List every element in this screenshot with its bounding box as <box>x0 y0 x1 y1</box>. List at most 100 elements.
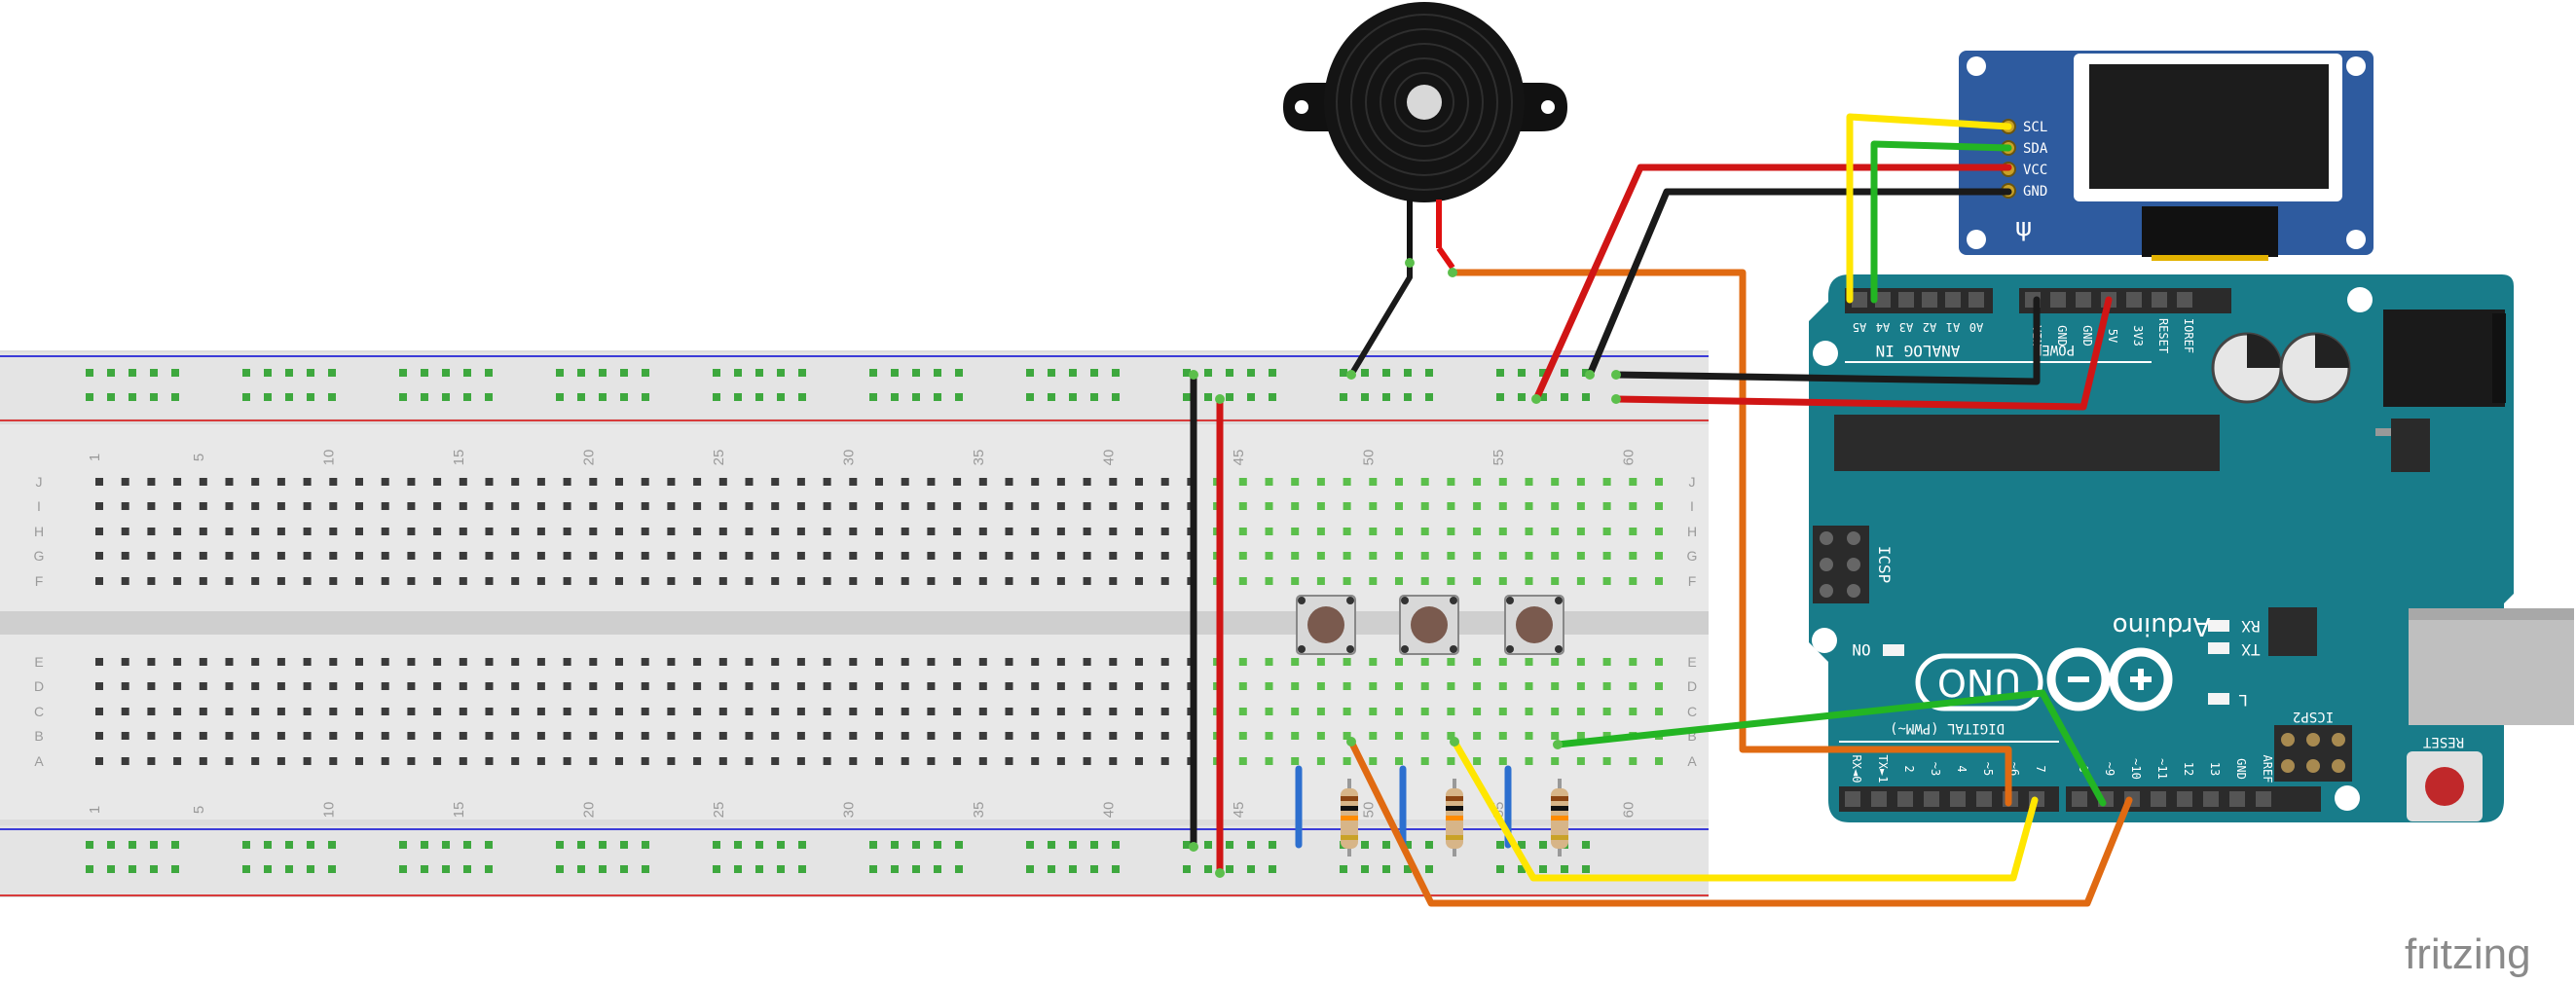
rail-hole <box>1069 865 1077 873</box>
breadboard-hole <box>953 577 962 585</box>
breadboard-hole <box>433 552 442 560</box>
digital-pin-label: TX►1 <box>1876 755 1890 784</box>
rail-hole <box>107 865 115 873</box>
breadboard-hole <box>1031 658 1040 666</box>
rail-hole <box>891 841 899 849</box>
analog-pin-label: A4 <box>1876 320 1890 334</box>
breadboard-hole <box>849 502 858 510</box>
breadboard-hole <box>1629 708 1638 715</box>
rail-hole <box>171 865 179 873</box>
breadboard-hole <box>381 552 389 560</box>
breadboard-hole <box>1291 502 1300 510</box>
rail-hole <box>1247 393 1255 401</box>
breadboard-hole <box>796 528 805 535</box>
breadboard-hole <box>1005 708 1013 715</box>
row-letter: I <box>1690 498 1694 514</box>
breadboard-hole <box>1655 708 1663 715</box>
breadboard-hole <box>875 552 883 560</box>
breadboard-hole <box>693 478 702 486</box>
breadboard-hole <box>1238 757 1247 765</box>
breadboard-hole <box>1109 708 1118 715</box>
breadboard-hole <box>1238 478 1247 486</box>
breadboard-hole <box>1447 658 1455 666</box>
breadboard-hole <box>1551 577 1560 585</box>
rail-hole <box>777 865 785 873</box>
breadboard-hole <box>693 552 702 560</box>
breadboard-hole <box>433 682 442 690</box>
breadboard-hole <box>199 682 207 690</box>
uno-badge <box>1915 653 2043 711</box>
column-number: 1 <box>87 806 103 814</box>
digital-pin-label: ~11 <box>2155 758 2169 780</box>
breadboard-hole <box>1473 478 1482 486</box>
breadboard-hole <box>407 502 416 510</box>
row-letter: B <box>34 728 43 744</box>
rail-hole <box>556 393 564 401</box>
breadboard-hole <box>1602 502 1611 510</box>
breadboard-hole <box>1395 502 1403 510</box>
rail-hole <box>328 865 336 873</box>
breadboard-hole <box>407 577 416 585</box>
breadboard-hole <box>1083 478 1091 486</box>
rail-hole <box>1048 393 1055 401</box>
breadboard-hole <box>199 757 207 765</box>
arduino-pin <box>1898 292 1914 308</box>
rail-hole <box>599 841 607 849</box>
breadboard-hole <box>1473 732 1482 740</box>
rail-hole <box>442 369 450 377</box>
breadboard-hole <box>276 528 285 535</box>
push-button-3[interactable] <box>1504 595 1564 655</box>
breadboard-hole <box>355 682 363 690</box>
rail-hole <box>912 865 920 873</box>
rail-hole <box>1539 369 1547 377</box>
breadboard-hole <box>667 478 676 486</box>
breadboard-hole <box>121 757 129 765</box>
breadboard-hole <box>1369 757 1378 765</box>
breadboard-hole <box>1316 732 1325 740</box>
breadboard-hole <box>1160 577 1169 585</box>
analog-pin-label: A0 <box>1969 320 1983 334</box>
rail-hole <box>264 393 272 401</box>
power-pin-label: GND <box>2080 325 2094 346</box>
breadboard-hole <box>745 658 754 666</box>
breadboard-hole <box>433 528 442 535</box>
rail-hole <box>485 369 493 377</box>
breadboard-hole <box>1109 577 1118 585</box>
breadboard-hole <box>303 552 312 560</box>
breadboard-hole <box>95 577 103 585</box>
breadboard-hole <box>1135 708 1143 715</box>
rail-hole <box>399 841 407 849</box>
breadboard-hole <box>276 682 285 690</box>
reset-label: RESET <box>2422 734 2464 749</box>
digital-pin-label: 4 <box>1955 765 1969 772</box>
breadboard-hole <box>953 502 962 510</box>
breadboard-hole <box>511 682 520 690</box>
breadboard-hole <box>1265 682 1273 690</box>
breadboard-hole <box>355 478 363 486</box>
breadboard-hole <box>1551 478 1560 486</box>
breadboard-hole <box>745 708 754 715</box>
rail-hole <box>1183 841 1191 849</box>
arduino-pin <box>1969 292 1984 308</box>
rail-hole <box>734 369 742 377</box>
rail-hole <box>755 369 763 377</box>
rail-hole <box>1582 841 1590 849</box>
breadboard-hole <box>563 682 571 690</box>
push-button-1[interactable] <box>1296 595 1356 655</box>
push-button-2[interactable] <box>1399 595 1459 655</box>
breadboard-hole <box>355 708 363 715</box>
breadboard-hole <box>1160 658 1169 666</box>
rail-hole <box>1404 393 1412 401</box>
rail-hole <box>1361 393 1369 401</box>
breadboard-hole <box>433 708 442 715</box>
breadboard-hole <box>1498 502 1507 510</box>
breadboard-hole <box>381 732 389 740</box>
breadboard-hole <box>1135 577 1143 585</box>
breadboard-hole <box>1655 552 1663 560</box>
rail-hole <box>1247 865 1255 873</box>
breadboard-hole <box>381 577 389 585</box>
breadboard-hole <box>407 658 416 666</box>
rail-hole <box>1247 841 1255 849</box>
breadboard-hole <box>121 552 129 560</box>
breadboard-hole <box>1160 478 1169 486</box>
